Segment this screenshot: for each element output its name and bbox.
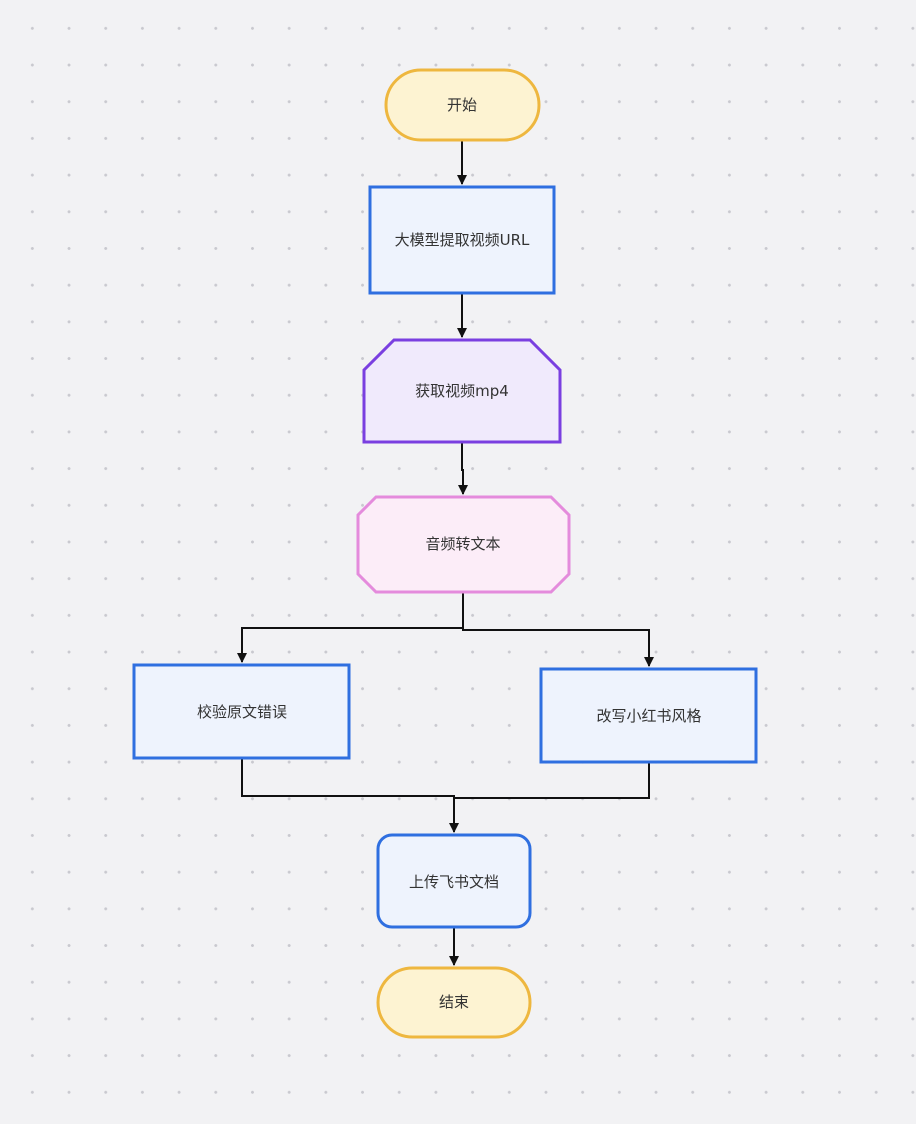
- node-extract-url-label: 大模型提取视频URL: [395, 231, 530, 249]
- audio-to-text-octagon-shape: [356, 495, 571, 594]
- edge-audio-to-text-to-rewrite-style: [462, 628, 654, 667]
- node-rewrite-style-label: 改写小红书风格: [596, 707, 701, 725]
- node-start[interactable]: 开始: [384, 68, 541, 142]
- start-terminator-shape: [384, 68, 541, 142]
- node-audio-to-text-label: 音频转文本: [425, 535, 500, 553]
- node-audio-to-text[interactable]: 音频转文本: [356, 495, 571, 594]
- node-extract-url[interactable]: 大模型提取视频URL: [368, 185, 556, 295]
- node-rewrite-style[interactable]: 改写小红书风格: [539, 667, 758, 764]
- node-end-label: 结束: [439, 993, 469, 1011]
- node-end[interactable]: 结束: [376, 966, 532, 1039]
- upload-feishu-rounded-shape: [376, 833, 532, 929]
- check-errors-process-shape: [132, 663, 351, 760]
- edge-audio-to-text-to-check-errors: [237, 592, 464, 663]
- edges: [237, 141, 654, 966]
- node-start-label: 开始: [447, 96, 477, 114]
- node-check-errors-label: 校验原文错误: [197, 703, 287, 721]
- edge-rewrite-style-to-upload-feishu: [454, 763, 650, 799]
- node-check-errors[interactable]: 校验原文错误: [132, 663, 351, 760]
- edge-get-mp4-to-audio-to-text: [458, 442, 468, 495]
- extract-url-process-shape: [368, 185, 556, 295]
- edge-check-errors-to-upload-feishu: [241, 759, 459, 833]
- end-terminator-shape: [376, 966, 532, 1039]
- node-get-mp4-label: 获取视频mp4: [415, 382, 509, 400]
- node-get-mp4[interactable]: 获取视频mp4: [362, 338, 562, 444]
- get-mp4-loop-limit-shape: [362, 338, 562, 444]
- rewrite-style-process-shape: [539, 667, 758, 764]
- node-upload-feishu-label: 上传飞书文档: [409, 873, 499, 891]
- node-upload-feishu[interactable]: 上传飞书文档: [376, 833, 532, 929]
